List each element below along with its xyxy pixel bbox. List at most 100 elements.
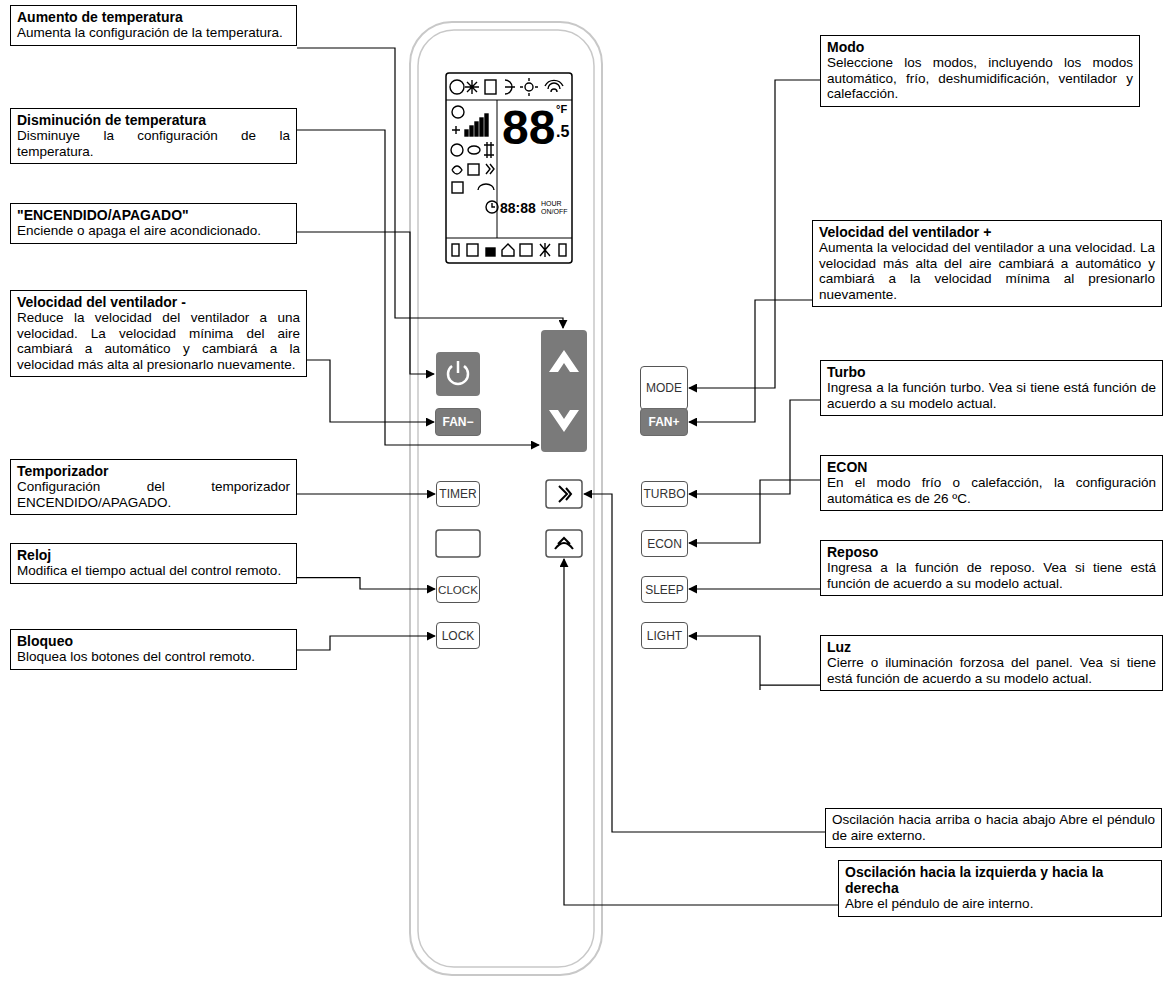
- swing-buttons-part: [546, 480, 582, 508]
- button-label: LIGHT: [647, 629, 682, 643]
- power-button-part: [436, 352, 480, 396]
- lcd-screen-part: [497, 100, 498, 238]
- lcd-icons-part: [486, 248, 495, 256]
- lcd-readout: .5: [556, 124, 569, 140]
- lcd-readout: °F: [556, 104, 567, 115]
- callout-box: RelojModifica el tiempo actual del contr…: [10, 543, 297, 584]
- callout-text: Abre el péndulo de aire interno.: [845, 896, 1155, 912]
- remote-body-part: [418, 30, 594, 967]
- temperature-buttons-part: [549, 410, 579, 432]
- callout-text: Reduce la velocidad del ventilador a una…: [17, 310, 300, 372]
- button-label: CLOCK: [438, 583, 478, 596]
- leader-arrow: [297, 578, 435, 589]
- callout-text: Bloquea los botones del control remoto.: [17, 649, 290, 665]
- leader-arrow: [307, 360, 434, 422]
- callout-heading: ECON: [827, 459, 1156, 475]
- callout-box: LuzCierre o iluminación forzosa del pane…: [820, 635, 1163, 691]
- callout-heading: Bloqueo: [17, 633, 290, 649]
- callout-box: Disminución de temperaturaDisminuye la c…: [10, 108, 297, 164]
- lcd-icons-part: [525, 83, 533, 91]
- callout-heading: Oscilación hacia la izquierda y hacia la…: [845, 864, 1155, 896]
- callout-box: "ENCENDIDO/APAGADO"Enciende o apaga el a…: [10, 203, 297, 244]
- button-label: FAN−: [442, 415, 473, 429]
- power-button: [436, 352, 480, 396]
- callout-text: Ingresa a la función turbo. Vea si tiene…: [827, 380, 1156, 411]
- leader-arrow: [689, 636, 820, 690]
- swing-buttons: [436, 480, 582, 557]
- lcd-icons-part: [468, 164, 479, 175]
- callout-box: TurboIngresa a la función turbo. Vea si …: [820, 360, 1163, 416]
- callout-text: Oscilación hacia arriba o hacia abajo Ab…: [832, 812, 1155, 843]
- lcd-icons-part: [484, 142, 494, 158]
- button-label: ECON: [647, 537, 682, 551]
- callout-box: Oscilación hacia la izquierda y hacia la…: [838, 860, 1162, 917]
- leader-arrow: [297, 493, 435, 494]
- lcd-icons-part: [505, 80, 515, 94]
- remote-button: CLOCK: [436, 576, 480, 603]
- lcd-icons-part: [451, 144, 463, 156]
- lcd-icons-part: [452, 106, 464, 118]
- lcd-screen: [446, 73, 572, 263]
- lcd-icons-part: [485, 80, 496, 94]
- lcd-icons-part: [465, 130, 468, 136]
- callout-box: Velocidad del ventilador +Aumenta la vel…: [812, 220, 1162, 307]
- callout-text: Aumenta la velocidad del ventilador a un…: [819, 240, 1155, 302]
- lcd-icons-part: [475, 122, 478, 136]
- callout-box: ECONEn el modo frío o calefacción, la co…: [820, 455, 1163, 511]
- leader-lines: [297, 48, 838, 905]
- button-label: SLEEP: [645, 583, 684, 597]
- lcd-icons-part: [450, 80, 464, 94]
- lcd-icons-part: [470, 126, 473, 136]
- callout-heading: Temporizador: [17, 463, 290, 479]
- lcd-icons-part: [485, 114, 488, 136]
- callout-box: TemporizadorConfiguración del temporizad…: [10, 459, 297, 515]
- button-label: MODE: [646, 381, 682, 395]
- leader-lines-part: [297, 130, 539, 445]
- temperature-buttons: [541, 330, 587, 452]
- remote-button: FAN+: [640, 408, 688, 436]
- button-label: TIMER: [439, 487, 476, 501]
- leader-arrow: [297, 636, 435, 650]
- lcd-icons-part: [468, 146, 480, 154]
- lcd-icons-part: [520, 244, 532, 256]
- leader-lines-part: [564, 559, 838, 905]
- remote-button: LOCK: [436, 622, 480, 649]
- lcd-icons-part: [502, 244, 514, 256]
- callout-text: Aumenta la configuración de la temperatu…: [17, 25, 290, 41]
- power-button-part: [457, 361, 460, 373]
- leader-lines-part: [584, 494, 825, 832]
- connector-layer: [297, 80, 820, 690]
- callout-heading: Modo: [827, 39, 1133, 55]
- remote-button: FAN−: [435, 408, 481, 436]
- lcd-screen-part: [446, 238, 572, 239]
- leader-arrow: [689, 588, 820, 589]
- lcd-icons-part: [545, 80, 563, 92]
- swing-buttons-part: [436, 530, 480, 557]
- button-label: LOCK: [442, 629, 475, 643]
- callout-heading: "ENCENDIDO/APAGADO": [17, 207, 290, 223]
- lcd-readout: HOUR: [541, 200, 562, 207]
- callout-heading: Reposo: [827, 544, 1156, 560]
- temperature-buttons-part: [541, 330, 587, 452]
- lcd-icons-part: [467, 244, 478, 256]
- callout-heading: Aumento de temperatura: [17, 9, 290, 25]
- remote-body: [410, 22, 602, 975]
- callout-text: Enciende o apaga el aire acondicionado.: [17, 223, 290, 239]
- remote-button: ECON: [641, 530, 688, 557]
- lcd-readout: ON/OFF: [541, 208, 567, 215]
- callout-text: Modifica el tiempo actual del control re…: [17, 563, 290, 579]
- callout-heading: Luz: [827, 639, 1156, 655]
- callout-heading: Disminución de temperatura: [17, 112, 290, 128]
- lcd-icons-part: [520, 78, 538, 96]
- swing-buttons-part: [555, 538, 573, 549]
- callout-heading: Reloj: [17, 547, 290, 563]
- remote-button: LIGHT: [641, 622, 688, 649]
- lcd-icons-part: [486, 164, 494, 174]
- callout-text: Configuración del temporizador ENCENDIDO…: [17, 479, 290, 510]
- callout-box: Aumento de temperaturaAumenta la configu…: [10, 5, 297, 46]
- callout-box: ModoSeleccione los modos, incluyendo los…: [820, 35, 1140, 107]
- lcd-icons-part: [452, 182, 463, 193]
- lcd-screen-part: [446, 100, 572, 101]
- lcd-icons-part: [452, 166, 462, 174]
- callout-heading: Velocidad del ventilador +: [819, 224, 1155, 240]
